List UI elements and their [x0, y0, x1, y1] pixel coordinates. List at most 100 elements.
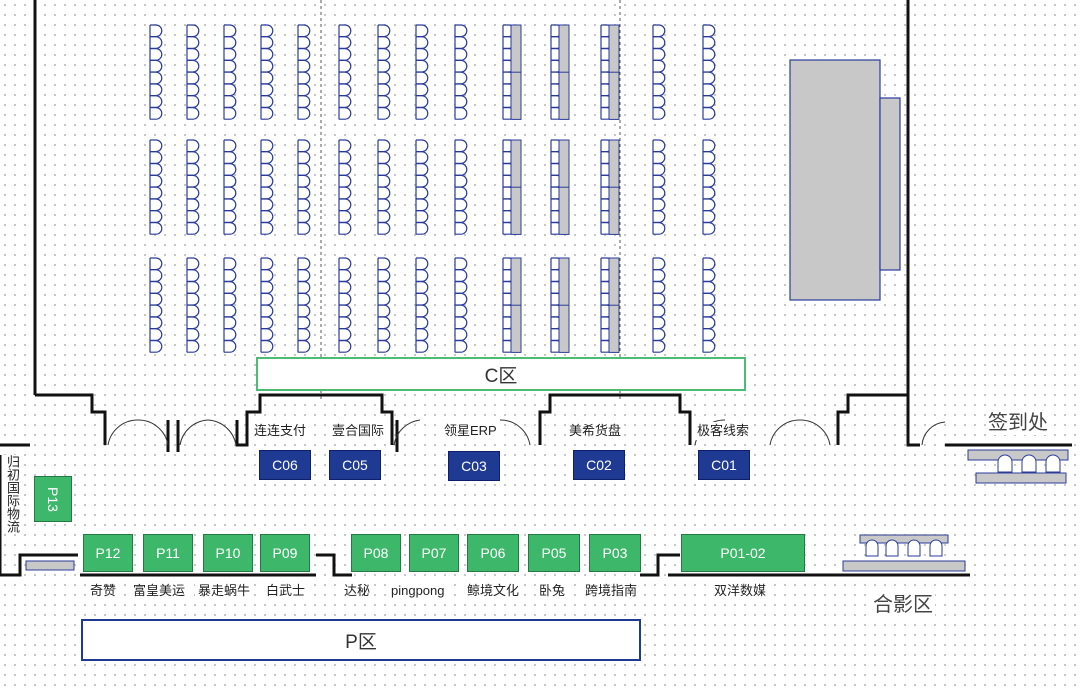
chair-icon [261, 316, 274, 330]
chair-icon [653, 257, 666, 271]
chair-icon [298, 71, 311, 85]
table-icon [25, 560, 75, 571]
chair-icon [455, 222, 468, 235]
booth-c06[interactable]: C06 [259, 450, 311, 480]
chair-icon [339, 281, 352, 294]
chair-icon [150, 163, 163, 176]
hall-walls [0, 0, 1072, 577]
chair-icon [224, 210, 237, 223]
chair-icon [703, 269, 716, 282]
chair-icon [339, 174, 352, 188]
chair-icon [653, 281, 666, 294]
chair-icon [298, 163, 311, 176]
chair-icon [150, 340, 163, 353]
chair-icon [187, 139, 200, 153]
chair-icon [224, 174, 237, 188]
booth-c02[interactable]: C02 [573, 450, 625, 480]
chair-icon [653, 95, 666, 108]
chair-icon [378, 151, 391, 164]
booth-p05[interactable]: P05 [528, 534, 580, 572]
booth-p07[interactable]: P07 [409, 534, 459, 572]
chair-icon [416, 257, 429, 271]
chair-icon [455, 36, 468, 49]
chair-icon [261, 83, 274, 97]
chair-icon [261, 269, 274, 282]
chair-icon [187, 107, 200, 120]
chair-icon [416, 139, 429, 153]
chair-icon [187, 316, 200, 330]
chair-icon [224, 139, 237, 153]
booth-p10[interactable]: P10 [203, 534, 253, 572]
chair-icon [653, 36, 666, 49]
chair-icon [455, 48, 468, 61]
booth-p09[interactable]: P09 [260, 534, 310, 572]
chair-icon [653, 222, 666, 235]
chair-icon [339, 107, 352, 120]
booth-p11[interactable]: P11 [143, 534, 193, 572]
booth-p12[interactable]: P12 [83, 534, 133, 572]
zone-c: C区 [256, 357, 746, 391]
chair-icon [703, 48, 716, 61]
chair-icon [455, 340, 468, 353]
booth-c01[interactable]: C01 [698, 450, 750, 480]
booth-p01-02[interactable]: P01-02 [681, 534, 805, 572]
booth-p13[interactable]: P13 [34, 476, 72, 522]
chair-icon [339, 198, 352, 212]
chair-icon [150, 292, 163, 306]
chair-icon [261, 186, 274, 200]
chair-icon [703, 340, 716, 353]
chair-icon [378, 257, 391, 271]
chair-icon [378, 198, 391, 212]
chair-icon [703, 292, 716, 306]
chair-icon [653, 163, 666, 176]
table-icon [510, 24, 620, 353]
chair-icon [339, 316, 352, 330]
chair-icon [261, 59, 274, 73]
chair-icon [455, 139, 468, 153]
chair-icon [339, 269, 352, 282]
booth-p08[interactable]: P08 [351, 534, 401, 572]
chair-icon [339, 222, 352, 235]
chair-icon [416, 59, 429, 73]
sign-in-desk [967, 449, 1069, 484]
chair-icon [224, 95, 237, 108]
chair-icon [455, 107, 468, 120]
chair-icon [150, 48, 163, 61]
chair-icon [416, 198, 429, 212]
chair-icon [224, 71, 237, 85]
chair-icon [261, 139, 274, 153]
chair-icon [187, 281, 200, 294]
chair-icon [187, 24, 200, 38]
chair-icon [416, 222, 429, 235]
chair-icon [261, 174, 274, 188]
chair-icon [150, 36, 163, 49]
stage-step [879, 97, 901, 271]
chair-icon [261, 24, 274, 38]
chair-icon [187, 304, 200, 318]
booth-c05[interactable]: C05 [329, 450, 381, 480]
chair-icon [378, 95, 391, 108]
booth-p03[interactable]: P03 [589, 534, 641, 572]
chair-icon [224, 281, 237, 294]
company-label-c06: 连连支付 [251, 422, 310, 440]
booth-p06[interactable]: P06 [467, 534, 519, 572]
chair-icon [298, 316, 311, 330]
company-label-c02: 美希货盘 [566, 422, 625, 440]
chair-icon [339, 328, 352, 341]
chair-icon [378, 83, 391, 97]
chair-icon [187, 59, 200, 73]
chair-icon [298, 281, 311, 294]
chair-icon [298, 257, 311, 271]
chair-icon [653, 59, 666, 73]
chair-icon [261, 95, 274, 108]
chair-icon [298, 292, 311, 306]
chair-icon [653, 304, 666, 318]
chair-icon [224, 48, 237, 61]
chair-icon [224, 151, 237, 164]
chair-icon [150, 304, 163, 318]
booth-c03[interactable]: C03 [448, 451, 500, 481]
chair-icon [416, 36, 429, 49]
door-icon [107, 419, 946, 446]
chair-icon [298, 340, 311, 353]
